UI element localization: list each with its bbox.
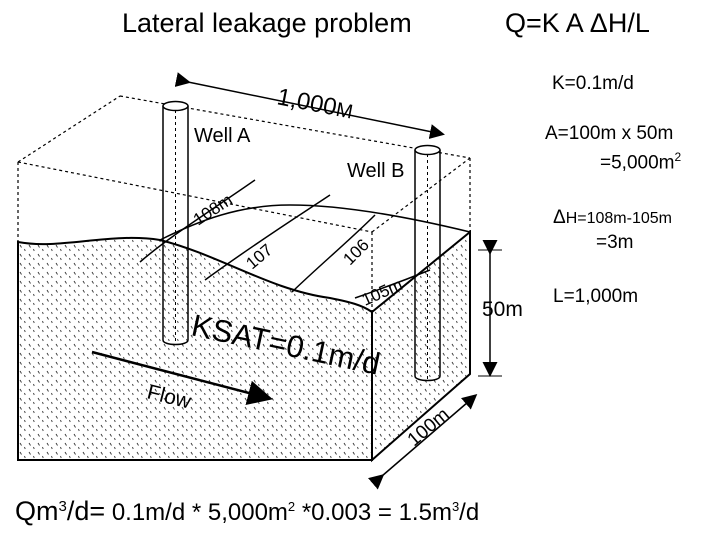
- result-equation: Qm3/d= 0.1m/d * 5,000m2 *0.003 = 1.5m3/d: [15, 496, 480, 526]
- k-value: K=0.1m/d: [552, 73, 634, 94]
- contour-107-label: 107: [242, 240, 276, 273]
- length-arrow: [174, 72, 445, 139]
- well-b: [414, 144, 441, 382]
- darcy-formula: Q=K A ΔH/L: [505, 8, 650, 38]
- head-difference: ΔH=108m-105m: [553, 207, 672, 228]
- area-dimensions: A=100m x 50m: [545, 123, 674, 144]
- length-label: 1,000M: [275, 83, 355, 124]
- contour-106-label: 106: [339, 235, 372, 268]
- water-table-back-edge: [159, 204, 471, 241]
- contour-108-label: 108m: [190, 190, 236, 229]
- width-arrow: [368, 394, 478, 490]
- well-b-label: Well B: [347, 160, 404, 182]
- page-title: Lateral leakage problem: [122, 8, 412, 38]
- soil-front-face: [17, 236, 373, 461]
- area-value: =5,000m2: [600, 150, 682, 174]
- depth-label: 50m: [482, 298, 523, 321]
- well-a-label: Well A: [194, 125, 251, 147]
- contour-lines: [139, 179, 431, 299]
- length-value: L=1,000m: [553, 286, 639, 307]
- dashed-box: [17, 95, 471, 312]
- head-difference-value: =3m: [596, 232, 634, 253]
- flow-arrow: [91, 350, 273, 406]
